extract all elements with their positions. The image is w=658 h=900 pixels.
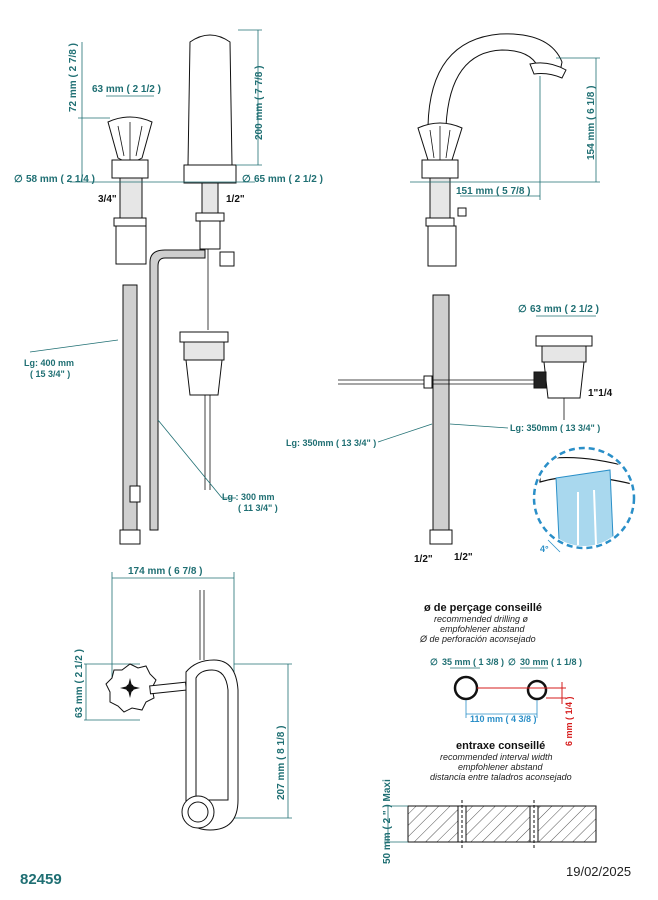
hose-400-label: Lg: 400 mm xyxy=(24,358,74,368)
hose-curved xyxy=(149,249,206,531)
spout-body xyxy=(187,34,233,166)
drilling-de: empfohlener abstand xyxy=(440,624,526,634)
spout-height-side-label: 207 mm ( 8 1/8 ) xyxy=(276,726,287,800)
drawing-date: 19/02/2025 xyxy=(566,864,631,879)
deck-section: 50 mm ( 2 " ) Maxi xyxy=(382,779,597,864)
hole-dia-2-label: 30 mm ( 1 1/8 ) xyxy=(520,657,582,667)
interaxis-de: empfohlener abstand xyxy=(458,762,544,772)
interaxis-es: distancia entre taladros aconsejado xyxy=(430,772,572,782)
hose-300-in-label: ( 11 3/4" ) xyxy=(238,503,278,513)
base-dia-left-label: 58 mm ( 2 1/4 ) xyxy=(26,174,95,185)
hose-350-left-label: Lg: 350mm ( 13 3/4" ) xyxy=(286,438,376,448)
hole-spacing-label: 110 mm ( 4 3/8 ) xyxy=(470,714,537,724)
valve-nut xyxy=(115,225,147,265)
spout-base xyxy=(183,164,237,184)
hose-300-label: Lg : 300 mm xyxy=(222,492,275,502)
side-drain-plug xyxy=(535,335,593,347)
hose-350-right-label: Lg: 350mm ( 13 3/4" ) xyxy=(510,423,600,433)
drain-plug xyxy=(179,331,229,343)
drain-body xyxy=(185,359,223,396)
dia-symbol-hole-1: ∅ xyxy=(430,657,438,667)
interaxis-en: recommended interval width xyxy=(440,752,553,762)
side-view-right: 154 mm ( 6 1/8 ) 151 mm ( 5 7/8 ) ∅ 63 m… xyxy=(286,33,636,565)
side-hose xyxy=(432,294,450,531)
spout-height-label: 200 mm ( 7 7/8 ) xyxy=(254,66,265,140)
dia-symbol-hole-2: ∅ xyxy=(508,657,516,667)
spout-arc xyxy=(427,33,563,127)
hose-400-in-label: ( 15 3/4" ) xyxy=(30,369,70,379)
interaxis-title: entraxe conseillé xyxy=(456,740,545,752)
handle-base xyxy=(111,159,149,179)
dia-symbol-drain: ∅ xyxy=(518,304,527,315)
spread-label: 174 mm ( 6 7/8 ) xyxy=(128,566,202,577)
dia-symbol-spout: ∅ xyxy=(242,174,251,185)
handle-dia-side-label: 63 mm ( 2 1/2 ) xyxy=(74,649,85,718)
handle-height-label: 72 mm ( 2 7/8 ) xyxy=(68,43,79,112)
base-dia-spout-label: 65 mm ( 2 1/2 ) xyxy=(254,174,323,185)
reference-number: 82459 xyxy=(20,871,62,888)
thread-bottom-2-label: 1/2" xyxy=(454,552,473,563)
drilling-recommendation: ø de perçage conseillé recommended drill… xyxy=(382,602,597,864)
side-drain-body xyxy=(543,361,585,399)
hole-2 xyxy=(526,679,548,701)
drain-dia-label: 63 mm ( 2 1/2 ) xyxy=(530,304,599,315)
thread-center-label: 1/2" xyxy=(226,194,245,205)
top-view: 174 mm ( 6 7/8 ) 63 mm ( 2 1/2 ) 207 mm … xyxy=(74,566,292,831)
drilling-title: ø de perçage conseillé xyxy=(424,602,542,614)
spout-reach-label: 151 mm ( 5 7/8 ) xyxy=(456,186,530,197)
dia-symbol-left: ∅ xyxy=(14,174,23,185)
drilling-en: recommended drilling ø xyxy=(434,614,529,624)
drilling-es: Ø de perforación aconsejado xyxy=(419,634,536,644)
thread-left-label: 3/4" xyxy=(98,194,117,205)
angle-label: 4° xyxy=(540,544,549,554)
angle-detail: 4° xyxy=(532,446,636,554)
hole-1 xyxy=(453,675,479,701)
handle-width-label: 63 mm ( 2 1/2 ) xyxy=(92,84,161,95)
front-view-left: 72 mm ( 2 7/8 ) 63 mm ( 2 1/2 ) ∅ 58 mm … xyxy=(14,29,323,545)
spout-rise-label: 154 mm ( 6 1/8 ) xyxy=(586,86,597,160)
valve-body xyxy=(119,177,143,219)
hole-offset-label: 6 mm ( 1/4 ) xyxy=(564,696,574,746)
tee-connector xyxy=(199,220,221,250)
drain-thread-label: 1"1/4 xyxy=(588,388,613,399)
side-valve-nut xyxy=(427,225,457,267)
thread-bottom-1-label: 1/2" xyxy=(414,554,433,565)
deck-thickness-label: 50 mm ( 2 " ) Maxi xyxy=(382,779,393,864)
hole-dia-1-label: 35 mm ( 1 3/8 ) xyxy=(442,657,504,667)
